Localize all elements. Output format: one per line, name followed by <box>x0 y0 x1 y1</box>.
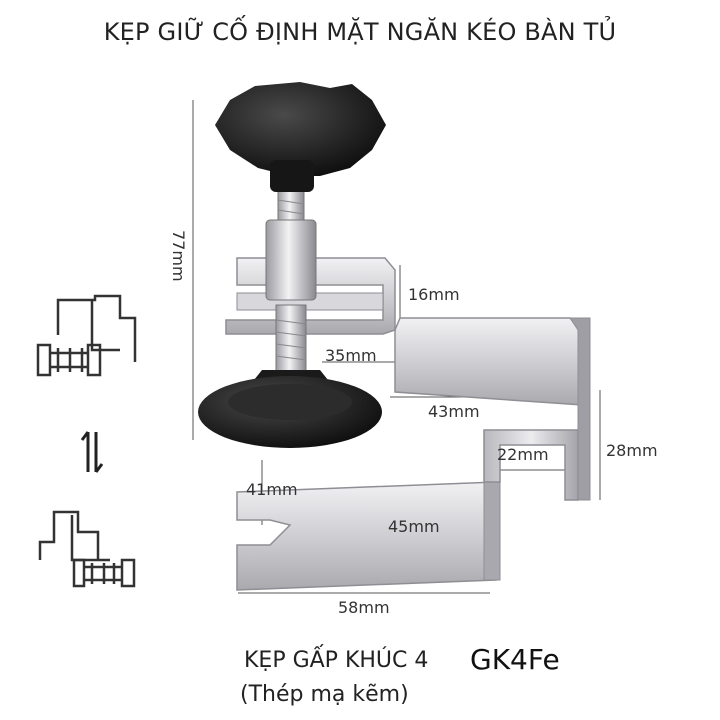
usage-diagram-alt <box>38 510 136 588</box>
threaded-bolt <box>265 189 317 376</box>
dim-base-width: 58mm <box>338 598 390 617</box>
dim-step-top: 16mm <box>408 285 460 304</box>
dim-slot-depth: 41mm <box>246 480 298 499</box>
product-material: (Thép mạ kẽm) <box>240 682 409 707</box>
base-plate <box>236 429 579 591</box>
page-title: KẸP GIỮ CỐ ĐỊNH MẶT NGĂN KÉO BÀN TỦ <box>103 18 617 46</box>
star-knob <box>215 82 386 192</box>
foot-pad <box>198 370 382 448</box>
middle-plate <box>394 317 591 501</box>
dim-height-total: 77mm <box>169 230 188 282</box>
dim-notch-width: 22mm <box>497 445 549 464</box>
swap-arrows-icon <box>80 431 104 473</box>
usage-diagram <box>36 294 137 377</box>
dim-base-height: 45mm <box>388 517 440 536</box>
dim-mid-width: 43mm <box>428 402 480 421</box>
dim-inner-width: 35mm <box>325 346 377 365</box>
product-name: KẸP GẤP KHÚC 4 <box>244 648 429 673</box>
product-code: GK4Fe <box>470 643 560 676</box>
dim-right-height: 28mm <box>606 441 658 460</box>
